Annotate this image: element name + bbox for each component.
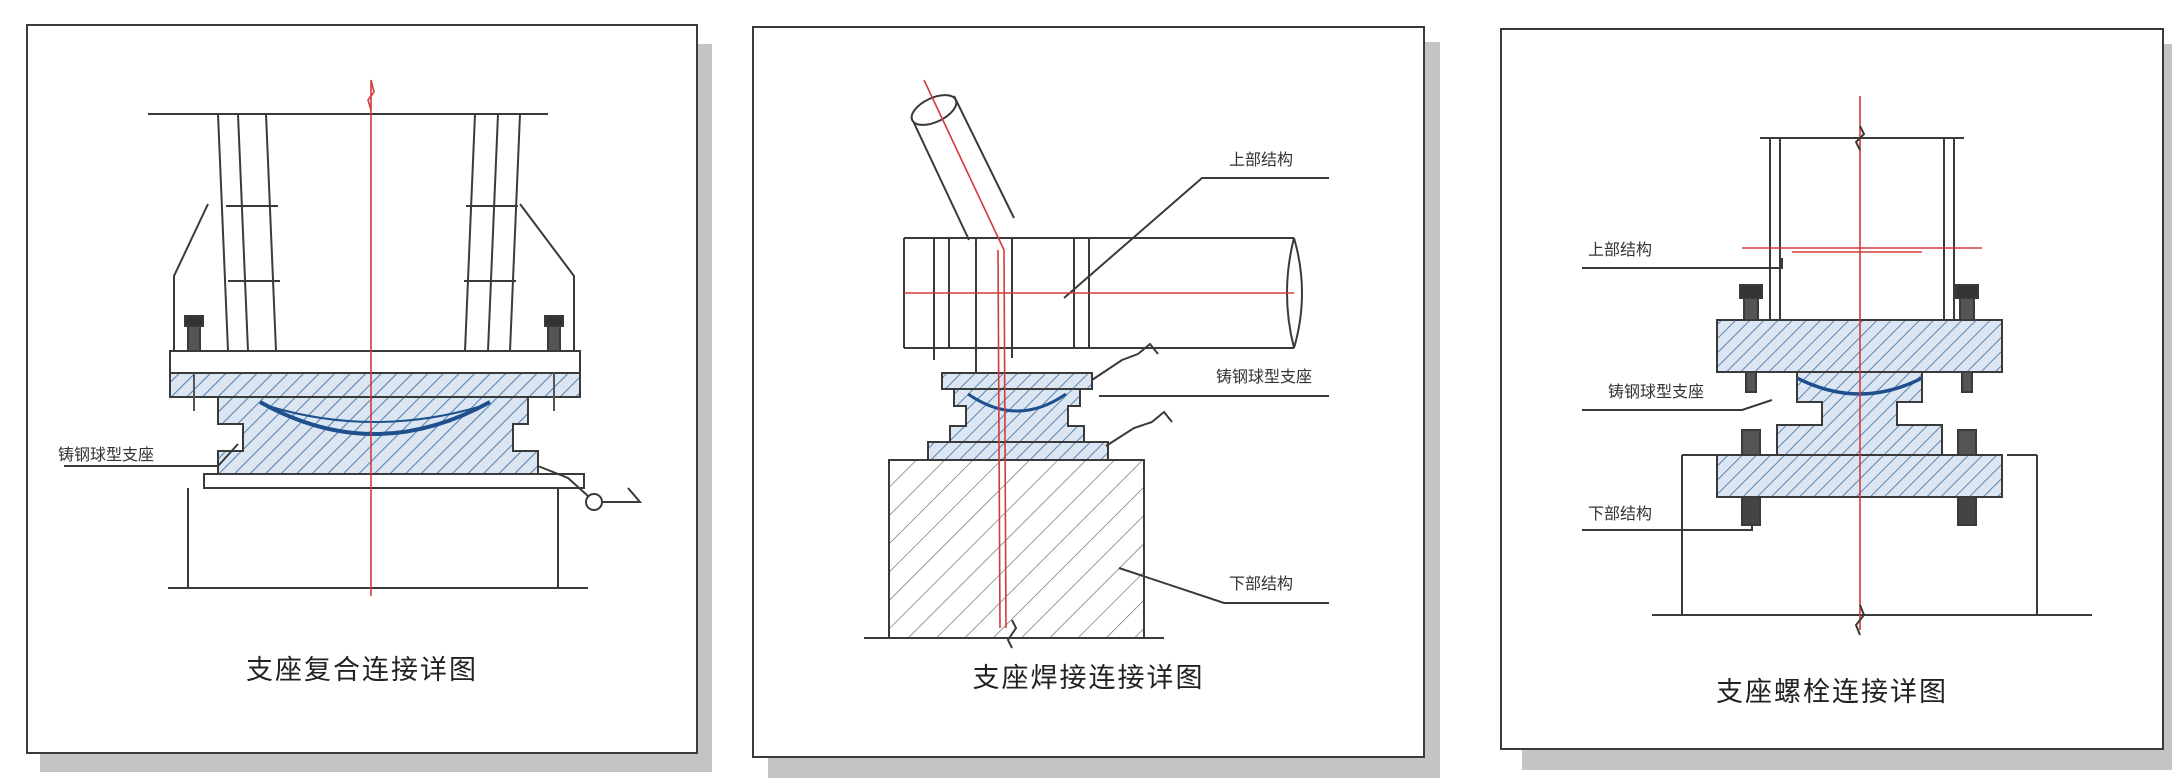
panel-1-caption: 支座复合连接详图 [246,655,478,686]
panel-composite-connection: 铸钢球型支座 支座复合连接详图 [26,24,698,754]
composite-connection-drawing [64,79,643,596]
panel-2-label-bearing: 铸钢球型支座 [1216,367,1313,386]
panel-3-caption: 支座螺栓连接详图 [1716,677,1948,708]
panel-3-label-upper-structure: 上部结构 [1588,240,1653,259]
panel-1-label-bearing: 铸钢球型支座 [58,445,155,464]
weld-connection-drawing [864,79,1329,649]
panel-2-label-upper-structure: 上部结构 [1229,150,1294,169]
panel-3-label-bearing: 铸钢球型支座 [1608,382,1705,401]
panel-weld-connection: 上部结构 铸钢球型支座 下部结构 支座焊接连接详图 [752,26,1425,758]
panel-bolt-connection: 上部结构 铸钢球型支座 下部结构 支座螺栓连接详图 [1500,28,2164,750]
panel-2-label-lower-structure: 下部结构 [1229,574,1294,593]
panel-2-caption: 支座焊接连接详图 [972,663,1205,694]
bolt-connection-drawing [1582,96,2092,636]
panel-3-label-lower-structure: 下部结构 [1588,504,1653,523]
